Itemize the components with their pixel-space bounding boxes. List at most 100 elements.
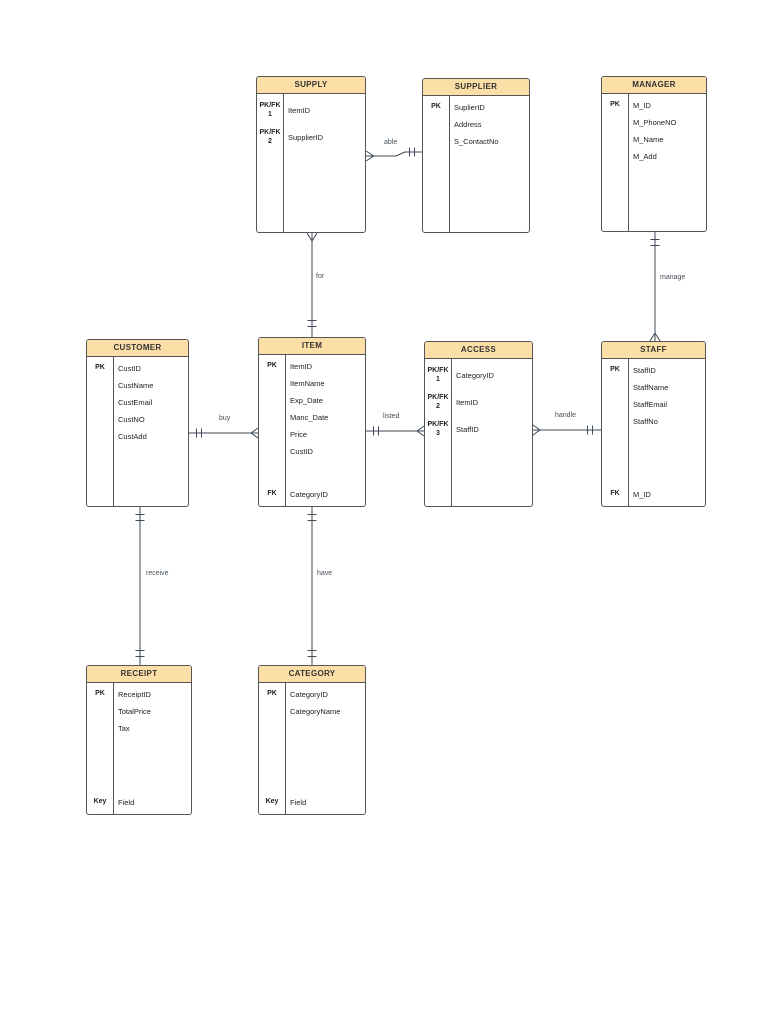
entity-row: CustAdd (87, 428, 188, 445)
row-field-label: SuplierID (454, 103, 485, 112)
entity-row: Manc_Date (259, 409, 365, 426)
relationship-label-listed[interactable]: listed (383, 413, 400, 420)
relationship-label-manage[interactable]: manage (660, 274, 686, 281)
row-field-label: CategoryID (456, 371, 494, 380)
crow-foot-many-icon (416, 425, 425, 437)
relationship-able[interactable] (365, 147, 422, 162)
row-field-label: CustAdd (118, 432, 147, 441)
row-key-label: Key (265, 798, 279, 806)
relationship-label-have[interactable]: have (317, 570, 333, 577)
entity-title: SUPPLIER (423, 79, 529, 96)
row-field-label: ItemID (290, 362, 313, 371)
row-field-label: CustName (118, 381, 154, 390)
entity-row: PK/FK 2 ItemID (425, 389, 532, 416)
row-field-label: M_Add (633, 152, 657, 161)
relationship-for[interactable] (306, 232, 318, 337)
entity-title: SUPPLY (257, 77, 365, 94)
entity-row: CustID (259, 443, 365, 460)
relationship-label-able[interactable]: able (384, 139, 398, 146)
row-field-label: ItemID (456, 398, 479, 407)
row-key-label: PK (610, 101, 620, 109)
entity-row: Key Field (87, 794, 191, 811)
relationship-handle[interactable] (532, 424, 601, 436)
row-field-label: CustNO (118, 415, 145, 424)
row-field-label: StaffEmail (633, 400, 668, 409)
entity-row: PK/FK 1 CategoryID (425, 362, 532, 389)
row-field-label: M_ID (633, 101, 651, 110)
entity-row: CustEmail (87, 394, 188, 411)
row-key-label: PK (267, 690, 277, 698)
row-field-label: Field (290, 798, 307, 807)
row-key-label: PK (431, 103, 441, 111)
row-field-label: CustID (290, 447, 313, 456)
entity-row: PK SuplierID (423, 99, 529, 116)
entity-title: STAFF (602, 342, 705, 359)
row-field-label: M_PhoneNO (633, 118, 677, 127)
relationship-label-for[interactable]: for (316, 273, 325, 280)
row-field-label: M_Name (633, 135, 664, 144)
row-key-label: PK/FK 1 (427, 366, 449, 383)
relationship-listed[interactable] (366, 425, 425, 437)
row-key-label: Key (93, 798, 107, 806)
entity-row: Exp_Date (259, 392, 365, 409)
entity-title: MANAGER (602, 77, 706, 94)
entity-title: CATEGORY (259, 666, 365, 683)
entity-title: CUSTOMER (87, 340, 188, 357)
row-key-label: FK (610, 490, 620, 498)
entity-row: FK M_ID (602, 486, 705, 503)
row-field-label: CategoryID (290, 490, 328, 499)
relationship-have[interactable] (307, 507, 317, 665)
row-field-label: Address (454, 120, 482, 129)
one-and-only-one-icon (307, 650, 317, 657)
relationship-label-handle[interactable]: handle (555, 412, 577, 419)
row-key-label: PK/FK 3 (427, 420, 449, 437)
row-field-label: Field (118, 798, 135, 807)
relationship-manage[interactable] (649, 232, 661, 342)
entity-row: CategoryName (259, 703, 365, 720)
row-key-label: PK (610, 366, 620, 374)
row-key-label: PK/FK 2 (427, 393, 449, 410)
relationship-buy[interactable] (189, 427, 259, 439)
relationship-line[interactable] (374, 151, 422, 157)
relationship-receive[interactable] (135, 507, 145, 665)
row-field-label: Price (290, 430, 308, 439)
row-field-label: M_ID (633, 490, 651, 499)
entity-row: StaffName (602, 379, 705, 396)
relationship-label-buy[interactable]: buy (219, 415, 231, 422)
relationship-label-receive[interactable]: receive (146, 570, 169, 577)
one-and-only-one-icon (409, 147, 415, 157)
entity-row: M_Add (602, 148, 706, 165)
row-key-label: PK/FK 2 (259, 128, 281, 145)
row-field-label: CategoryID (290, 690, 328, 699)
entity-row: PK CategoryID (259, 686, 365, 703)
row-field-label: Tax (118, 724, 130, 733)
row-field-label: S_ContactNo (454, 137, 499, 146)
entity-row: Price (259, 426, 365, 443)
entity-row: CustNO (87, 411, 188, 428)
crow-foot-many-icon (306, 232, 318, 242)
